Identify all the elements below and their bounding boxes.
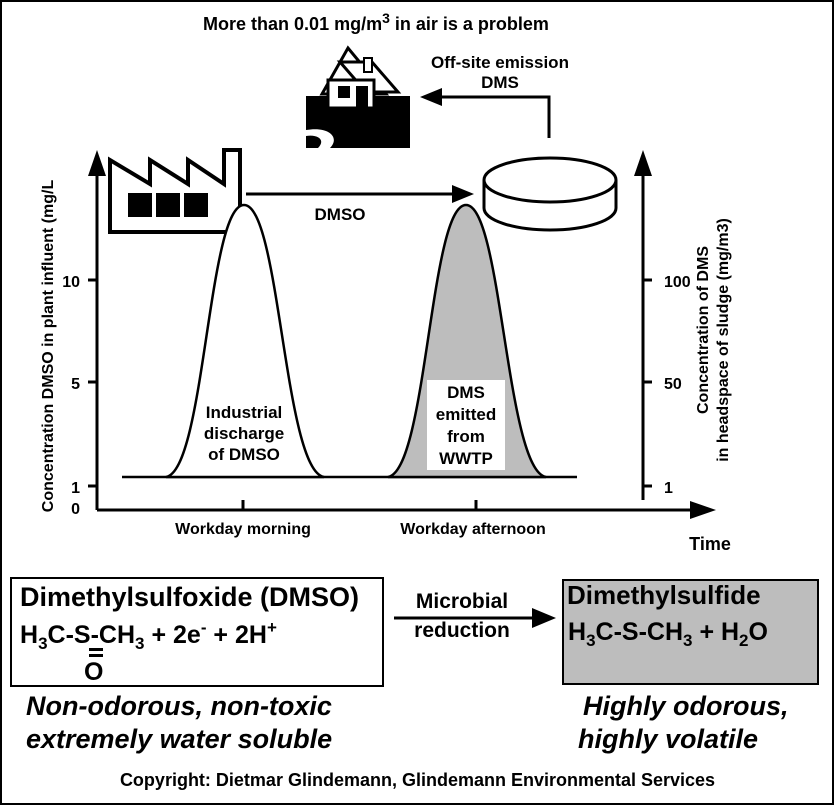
right-axis-label-line1: Concentration of DMS	[695, 246, 712, 414]
right-peak-label-4: WWTP	[439, 449, 493, 468]
emission-label-line1: Off-site emission	[431, 53, 569, 72]
double-bond-line-2	[89, 654, 103, 657]
reaction-label-line2: reduction	[414, 619, 510, 642]
dms-description-line2: highly volatile	[578, 724, 759, 754]
dmso-flow-label: DMSO	[315, 205, 366, 224]
left-axis-label: Concentration DMSO in plant influent (mg…	[40, 180, 57, 513]
dmso-title: Dimethylsulfoxide (DMSO)	[20, 582, 360, 612]
x-label-afternoon: Workday afternoon	[400, 521, 546, 538]
dms-formula-box	[562, 579, 819, 685]
x-axis	[97, 500, 716, 519]
dmso-discharge-peak	[165, 203, 325, 479]
dmso-formula: H3C-S-CH3 + 2e- + 2H+	[20, 618, 277, 653]
tank-icon	[482, 156, 618, 232]
left-tick-5: 5	[71, 376, 80, 393]
dmso-description-line2: extremely water soluble	[26, 724, 333, 754]
dmso-formula-box	[10, 577, 384, 687]
reduction-arrow	[394, 608, 556, 628]
left-peak-label-3: of DMSO	[208, 445, 280, 464]
dms-formula: H3C-S-CH3 + H2O	[568, 618, 768, 650]
time-label: Time	[689, 534, 731, 554]
right-y-axis	[634, 150, 652, 500]
right-peak-label-2: emitted	[436, 405, 496, 424]
reaction-label: Microbial reduction	[392, 590, 532, 643]
dms-description-line1: Highly odorous,	[583, 691, 789, 721]
left-tick-0: 0	[71, 501, 80, 518]
problem-threshold-text: More than 0.01 mg/m3 in air is a problem	[203, 10, 549, 34]
right-peak-label-box	[427, 380, 505, 470]
right-peak-label-3: from	[447, 427, 485, 446]
right-peak-label-1: DMS	[447, 383, 485, 402]
copyright-text: Copyright: Dietmar Glindemann, Glindeman…	[119, 770, 716, 790]
right-tick-50: 50	[664, 376, 682, 393]
reaction-label-line1: Microbial	[415, 590, 509, 613]
emission-arrow	[420, 88, 551, 138]
house-icon	[306, 45, 410, 148]
right-tick-1: 1	[664, 480, 673, 497]
right-tick-100: 100	[664, 274, 691, 291]
dms-description: Highly odorous, highly volatile	[578, 690, 789, 756]
x-label-morning: Workday morning	[175, 521, 311, 538]
left-peak-label-1: Industrial	[206, 403, 283, 422]
left-y-axis	[88, 150, 106, 510]
dmso-oxygen: O	[84, 658, 104, 686]
dmso-description: Non-odorous, non-toxic extremely water s…	[26, 690, 332, 756]
emission-label-line2: DMS	[481, 73, 519, 92]
factory-icon	[108, 148, 242, 234]
dms-title: Dimethylsulfide	[567, 580, 761, 610]
left-tick-1: 1	[71, 480, 80, 497]
right-axis-label-line2: in headspace of sludge (mg/m3)	[715, 218, 732, 462]
double-bond-line-1	[89, 648, 103, 651]
dmso-flow-arrow	[246, 185, 474, 203]
dmso-description-line1: Non-odorous, non-toxic	[26, 691, 332, 721]
left-tick-10: 10	[62, 274, 80, 291]
left-peak-label-2: discharge	[204, 424, 284, 443]
